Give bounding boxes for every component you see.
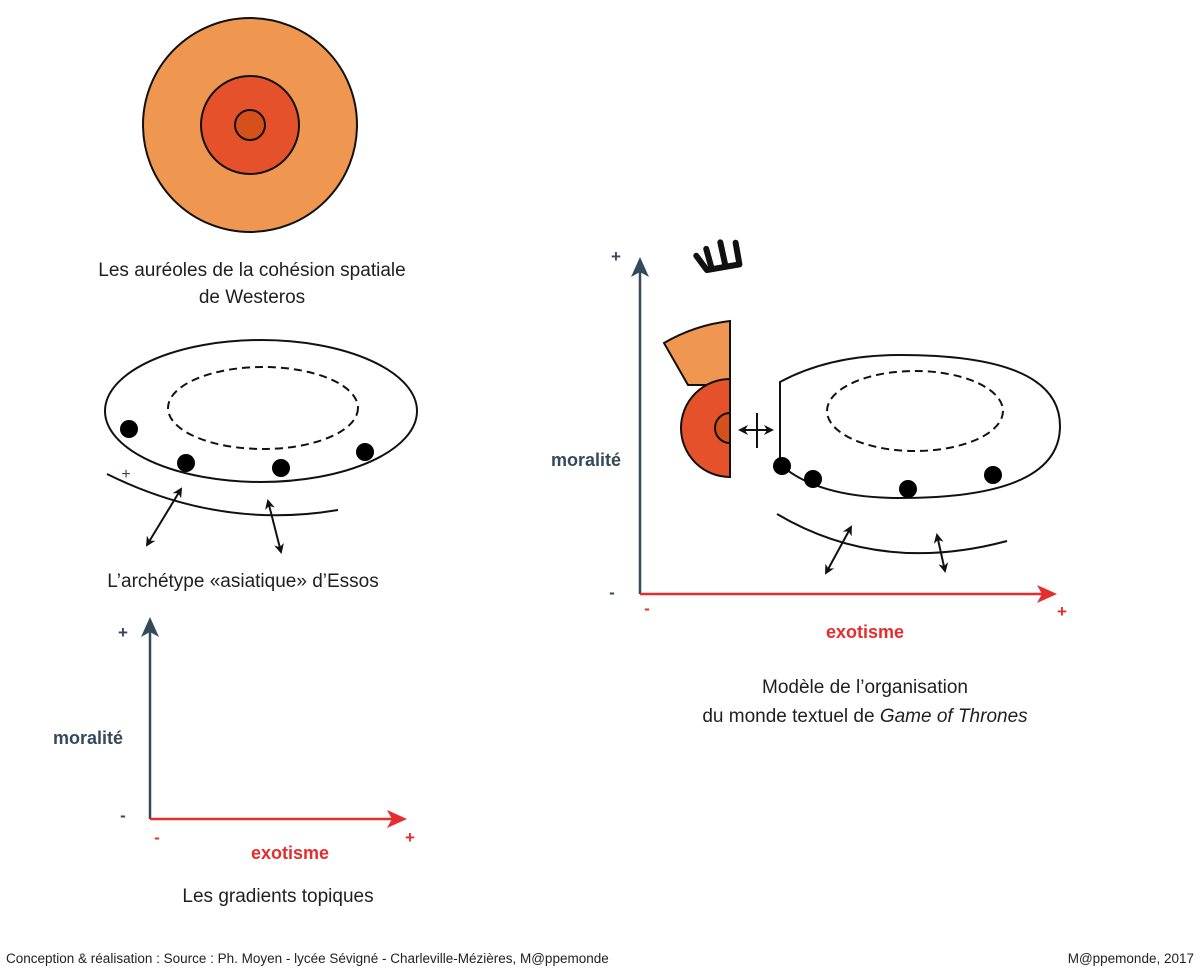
x-axis-arrowhead [1037,585,1057,603]
core-halo-half [714,411,731,445]
model-y-axis-label: moralité [551,450,621,470]
essos-plus-label: + [121,466,130,483]
westeros-caption-line2: de Westeros [199,287,305,308]
model-caption-line2: du monde textuel de Game of Thrones [702,706,1028,727]
double-arrow [933,533,949,573]
model-caption-prefix: du monde textuel de [702,706,879,727]
core-halo [234,109,266,141]
gradients-y-plus: + [118,623,128,642]
gradients-axes [141,617,407,828]
y-axis-arrowhead [631,257,649,277]
westeros-caption-line1: Les auréoles de la cohésion spatiale [98,260,405,281]
outer-ellipse [104,339,418,483]
westeros-halos [142,17,358,233]
inner-dashed-ellipse [826,370,1004,452]
model-caption-title: Game of Thrones [880,706,1028,727]
dot [899,480,917,498]
essos-model [773,353,1062,575]
outer-halo-wedge [662,319,731,386]
westeros-half-halo [662,319,731,479]
dot [120,420,138,438]
model-x-axis-label: exotisme [826,622,904,642]
dot [984,466,1002,484]
double-arrow [145,487,183,547]
inner-dashed-ellipse [167,366,359,450]
essos-archetype [104,339,418,554]
gradients-x-minus: - [154,828,160,847]
model-x-plus: + [1057,602,1067,621]
double-arrow [825,525,852,575]
dot [272,459,290,477]
model-axes [631,257,1057,603]
crown-icon [693,239,743,274]
truncated-ellipse [779,353,1062,500]
footer-credits: Conception & réalisation : Source : Ph. … [6,951,609,966]
gradients-x-plus: + [405,828,415,847]
gradient-arc [106,473,339,517]
gradients-x-axis-label: exotisme [251,843,329,863]
essos-caption: L’archétype «asiatique» d’Essos [107,571,378,592]
model-y-plus: + [611,247,621,266]
model-caption-line1: Modèle de l’organisation [762,677,968,698]
boundary-double-arrow [738,413,774,448]
dot [356,443,374,461]
dot [804,470,822,488]
model-y-minus: - [609,583,615,602]
gradients-caption: Les gradients topiques [182,886,373,907]
gradients-y-minus: - [120,806,126,825]
model-x-minus: - [644,599,650,618]
footer-copyright: M@ppemonde, 2017 [1068,951,1194,966]
gradient-arc [776,513,1008,555]
dot [177,454,195,472]
gradients-y-axis-label: moralité [53,728,123,748]
middle-halo-half [680,377,731,479]
double-arrow [265,499,284,554]
x-axis-arrowhead [387,810,407,828]
dot [773,457,791,475]
y-axis-arrowhead [141,617,159,637]
